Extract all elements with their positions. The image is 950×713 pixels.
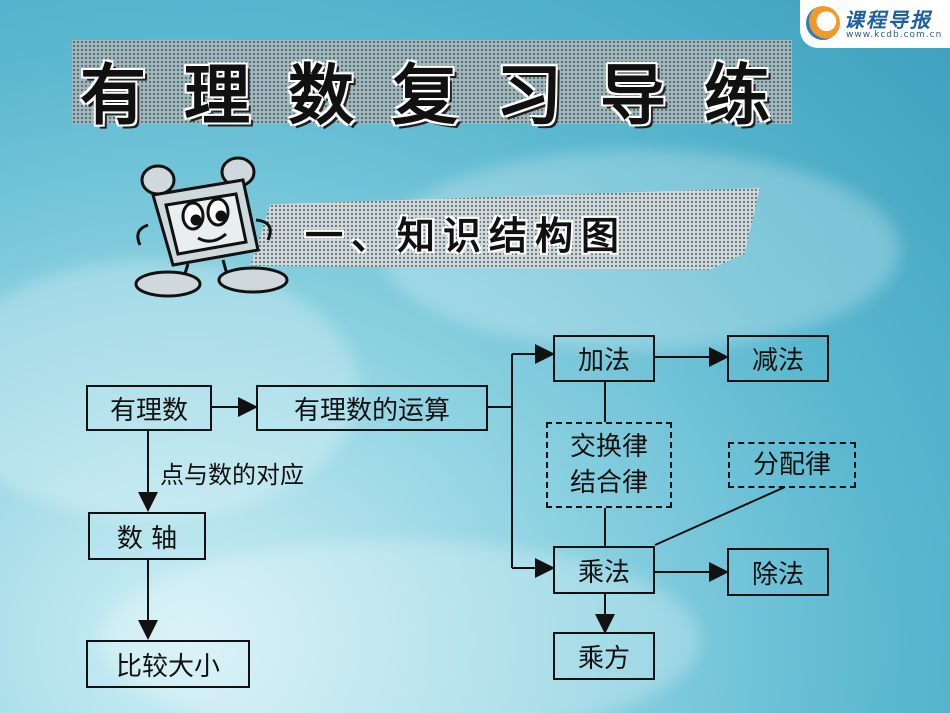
law-associative: 结合律 — [569, 468, 648, 498]
section-heading: 一、知识结构图 — [305, 214, 628, 258]
brand-logo: 课程导报 www.kcdb.com.cn — [800, 0, 950, 48]
edge-label-correspondence: 点与数的对应 — [160, 461, 304, 489]
law-commutative: 交换律 — [569, 432, 648, 462]
node-add: 加法 — [553, 335, 655, 382]
title-banner: 有 理 数 复 习 导 练 — [72, 40, 792, 134]
node-distributive: 分配律 — [728, 442, 856, 488]
connector-distributive — [654, 486, 786, 546]
node-operations: 有理数的运算 — [256, 385, 488, 431]
node-power: 乘方 — [553, 632, 655, 680]
subtitle-banner — [250, 188, 760, 270]
node-subtract: 减法 — [727, 335, 829, 382]
computer-mascot-icon — [134, 156, 289, 298]
title-char: 导 — [600, 57, 666, 134]
title-char: 理 — [184, 57, 250, 134]
node-multiply: 乘法 — [553, 546, 655, 594]
logo-text: 课程导报 — [844, 8, 932, 32]
title-char: 数 — [288, 57, 354, 134]
node-rational-numbers: 有理数 — [86, 385, 212, 431]
title-char: 复 — [392, 57, 458, 134]
title-char: 有 — [80, 57, 146, 134]
title-char: 练 — [704, 57, 770, 134]
logo-url: www.kcdb.com.cn — [846, 30, 943, 40]
logo-mark-icon — [806, 6, 840, 40]
background-highlight — [0, 260, 360, 520]
node-divide: 除法 — [727, 548, 829, 596]
node-number-line: 数 轴 — [88, 512, 206, 560]
node-laws: 交换律 结合律 — [546, 422, 672, 508]
node-compare: 比较大小 — [86, 640, 250, 688]
title-char: 习 — [496, 57, 562, 134]
